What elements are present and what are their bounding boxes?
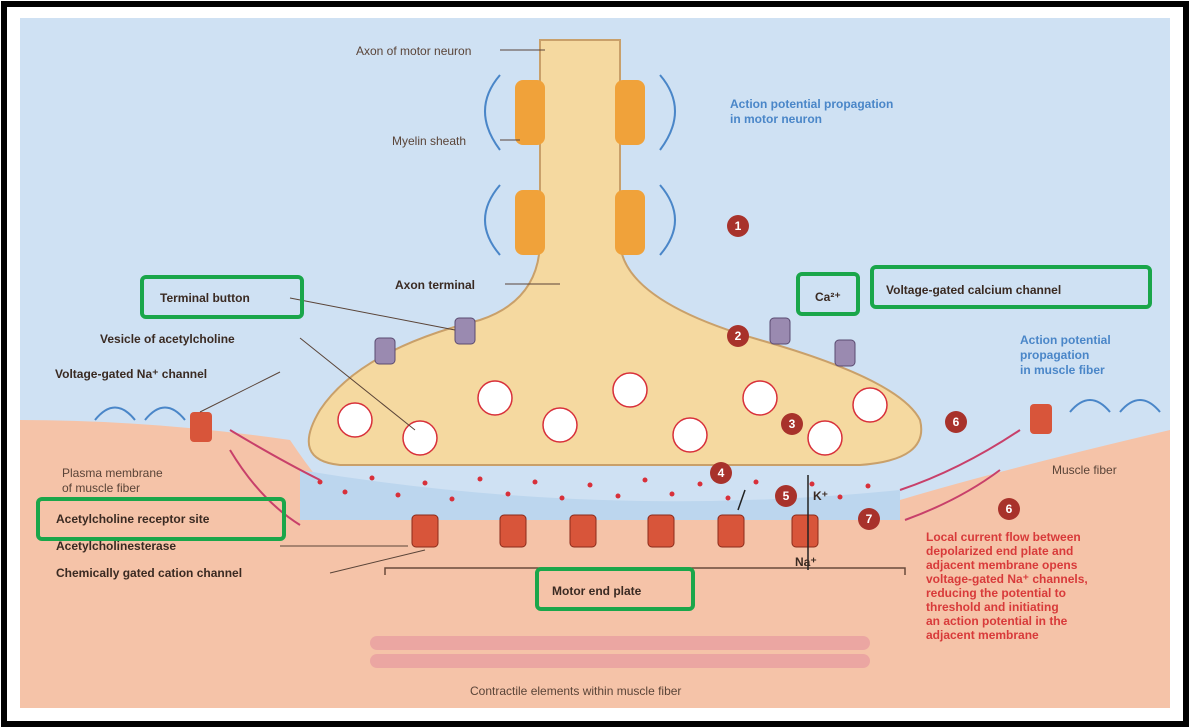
label-contractile: Contractile elements within muscle fiber (470, 684, 681, 698)
step-marker: 2 (727, 325, 749, 347)
label-ap-muscle-3: in muscle fiber (1020, 363, 1105, 377)
step-marker: 6 (998, 498, 1020, 520)
label-vg-na: Voltage-gated Na⁺ channel (55, 367, 207, 381)
label-ap-muscle-1: Action potential (1020, 333, 1111, 347)
highlight-end-plate (535, 567, 695, 611)
label-ap-muscle-2: propagation (1020, 348, 1089, 362)
local-current-line: Local current flow between (926, 530, 1081, 544)
label-ap-neuron-1: Action potential propagation (730, 97, 893, 111)
label-na: Na⁺ (795, 555, 817, 569)
highlight-ca (796, 272, 860, 316)
label-ache: Acetylcholinesterase (56, 539, 176, 553)
highlight-ach-receptor (36, 497, 286, 541)
local-current-line: adjacent membrane (926, 628, 1039, 642)
step-marker: 3 (781, 413, 803, 435)
local-current-line: depolarized end plate and (926, 544, 1073, 558)
label-muscle-fiber: Muscle fiber (1052, 463, 1117, 477)
label-ap-neuron-2: in motor neuron (730, 112, 822, 126)
highlight-vg-calcium (870, 265, 1152, 309)
label-plasma-2: of muscle fiber (62, 481, 140, 495)
myelin-right-2 (615, 190, 645, 255)
myelin-right-1 (615, 80, 645, 145)
label-axon-terminal: Axon terminal (395, 278, 475, 292)
label-chem-gated: Chemically gated cation channel (56, 566, 242, 580)
myelin-left-2 (515, 190, 545, 255)
step-marker: 4 (710, 462, 732, 484)
label-vesicle: Vesicle of acetylcholine (100, 332, 235, 346)
local-current-line: reducing the potential to (926, 586, 1066, 600)
local-current-line: adjacent membrane opens (926, 558, 1077, 572)
myelin-left-1 (515, 80, 545, 145)
step-marker: 6 (945, 411, 967, 433)
highlight-terminal-button (140, 275, 304, 319)
local-current-line: an action potential in the (926, 614, 1067, 628)
label-k: K⁺ (813, 489, 828, 503)
label-plasma-1: Plasma membrane (62, 466, 163, 480)
local-current-line: threshold and initiating (926, 600, 1059, 614)
step-marker: 1 (727, 215, 749, 237)
label-myelin: Myelin sheath (392, 134, 466, 148)
step-marker: 7 (858, 508, 880, 530)
local-current-line: voltage-gated Na⁺ channels, (926, 572, 1088, 586)
label-axon: Axon of motor neuron (356, 44, 471, 58)
step-marker: 5 (775, 485, 797, 507)
